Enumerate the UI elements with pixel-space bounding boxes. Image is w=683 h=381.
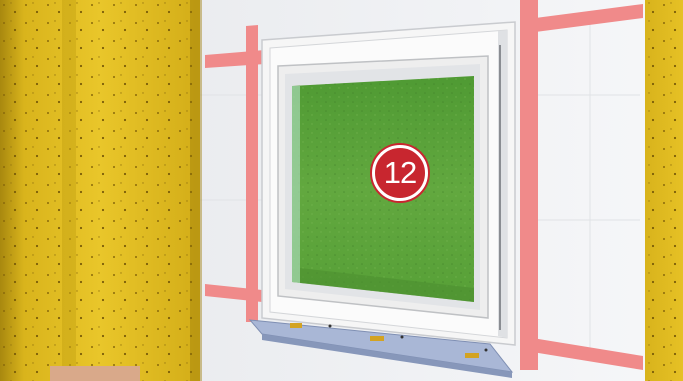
callout-number-badge: 12 [372,145,428,201]
callout-number: 12 [384,155,416,191]
insulation-right-texture [645,0,683,381]
insulation-left-seam [62,0,76,381]
window-glass-edge [292,86,300,283]
insulation-left-texture [0,0,200,381]
insulation-left-edge [190,0,202,381]
floor-strip [50,366,140,381]
